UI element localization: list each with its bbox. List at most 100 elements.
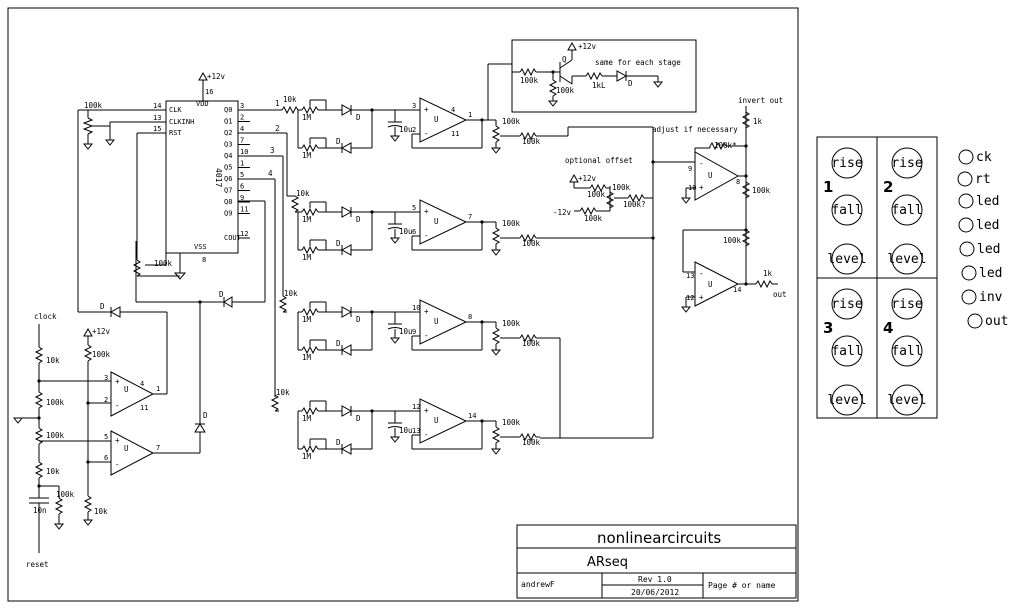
res-label: 100k (502, 117, 521, 126)
svg-text:-: - (424, 129, 429, 138)
knob-label: fall (831, 203, 862, 218)
jack-socket[interactable] (961, 289, 977, 305)
opamp-label: U (708, 171, 713, 180)
res-label: 100k (723, 236, 742, 245)
knob-circle[interactable] (831, 384, 863, 416)
diode-label: D (336, 438, 341, 447)
knob-circle[interactable] (831, 288, 863, 320)
ic-pin-label: Q9 (224, 210, 232, 218)
ic-pin-num: 5 (240, 171, 244, 179)
knob-circle[interactable] (891, 194, 923, 226)
jack-socket[interactable] (961, 265, 977, 281)
knob-level[interactable]: level (887, 384, 927, 416)
jack-rt[interactable]: rt (957, 171, 991, 187)
route-label: 4 (268, 169, 273, 178)
jack-socket[interactable] (958, 217, 974, 233)
route-label: 3 (270, 146, 275, 155)
res-label: 10k (284, 289, 298, 298)
ic-vss-label: VSS (194, 243, 207, 251)
ic-pin-num: 1 (240, 160, 244, 168)
jack-out[interactable]: out (967, 313, 1008, 329)
knob-label: fall (891, 203, 922, 218)
stage-number: 2 (883, 178, 893, 196)
svg-text:4: 4 (140, 380, 144, 388)
res-label: 100k (752, 186, 771, 195)
jack-socket[interactable] (967, 313, 983, 329)
jack-label: led (976, 194, 999, 209)
knob-circle[interactable] (831, 147, 863, 179)
knob-fall[interactable]: fall (891, 335, 923, 367)
knob-circle[interactable] (891, 243, 923, 275)
res-label: 100k (92, 350, 111, 359)
res-label: 100k (46, 431, 65, 440)
knob-fall[interactable]: fall (831, 335, 863, 367)
svg-text:-: - (424, 430, 429, 439)
ic-pin-num: 9 (240, 194, 244, 202)
knob-rise[interactable]: rise (891, 147, 923, 179)
res-label: 1M (302, 315, 312, 324)
res-label: 100k (154, 259, 173, 268)
knob-circle[interactable] (891, 147, 923, 179)
jack-socket[interactable] (957, 171, 973, 187)
diode-label: D (356, 414, 361, 423)
jack-led[interactable]: led (958, 217, 999, 233)
jack-led[interactable]: led (959, 241, 1000, 257)
svg-text:3: 3 (412, 102, 416, 110)
jack-socket[interactable] (958, 193, 974, 209)
svg-text:-: - (424, 331, 429, 340)
jack-socket[interactable] (958, 149, 974, 165)
jack-socket[interactable] (959, 241, 975, 257)
diode-label: D (336, 339, 341, 348)
res-label: 100k (502, 319, 521, 328)
ic-4017: 4017 14 13 15 CLK CLKINH RST VDD 16 +12v… (150, 71, 250, 280)
res-label: 1M (302, 151, 312, 160)
svg-text:6: 6 (412, 228, 416, 236)
knob-circle[interactable] (831, 243, 863, 275)
ic-vdd-label: VDD (196, 100, 209, 108)
cap-label: 10u (399, 125, 413, 134)
out-label: out (773, 290, 787, 299)
knob-level[interactable]: level (827, 243, 867, 275)
ic-pin-num: 2 (240, 114, 244, 122)
ic-pin-num: 13 (153, 114, 161, 122)
res-label: 1M (302, 253, 312, 262)
knob-circle[interactable] (831, 194, 863, 226)
svg-text:+: + (699, 293, 704, 302)
svg-text:8: 8 (736, 178, 740, 186)
svg-text:8: 8 (468, 313, 472, 321)
adjust-label: adjust if necessary (652, 125, 738, 134)
knob-rise[interactable]: rise (831, 147, 863, 179)
svg-text:-: - (699, 159, 704, 168)
knob-circle[interactable] (891, 335, 923, 367)
svg-text:12: 12 (686, 294, 694, 302)
svg-text:9: 9 (412, 328, 416, 336)
stage-number: 4 (883, 319, 893, 337)
knob-level[interactable]: level (827, 384, 867, 416)
jack-inv[interactable]: inv (961, 289, 1003, 305)
svg-text:4: 4 (451, 106, 455, 114)
svg-text:13: 13 (686, 272, 694, 280)
svg-text:14: 14 (468, 412, 476, 420)
res-label: 1kL (592, 81, 606, 90)
knob-rise[interactable]: rise (891, 288, 923, 320)
jack-ck[interactable]: ck (958, 149, 992, 165)
knob-circle[interactable] (891, 288, 923, 320)
knob-circle[interactable] (831, 335, 863, 367)
ic-pin-num: 11 (240, 206, 248, 214)
jack-led[interactable]: led (961, 265, 1002, 281)
svg-text:13: 13 (412, 427, 420, 435)
knob-level[interactable]: level (887, 243, 927, 275)
jack-led[interactable]: led (958, 193, 999, 209)
opamp-label: U (434, 317, 439, 326)
knob-circle[interactable] (891, 384, 923, 416)
res-label: 1k (763, 269, 773, 278)
clock-label: clock (34, 312, 57, 321)
knob-fall[interactable]: fall (831, 194, 863, 226)
knob-fall[interactable]: fall (891, 194, 923, 226)
svg-text:2: 2 (412, 126, 416, 134)
svg-text:1: 1 (156, 385, 160, 393)
ic-pin-label: Q8 (224, 198, 232, 206)
svg-text:-: - (424, 231, 429, 240)
knob-rise[interactable]: rise (831, 288, 863, 320)
